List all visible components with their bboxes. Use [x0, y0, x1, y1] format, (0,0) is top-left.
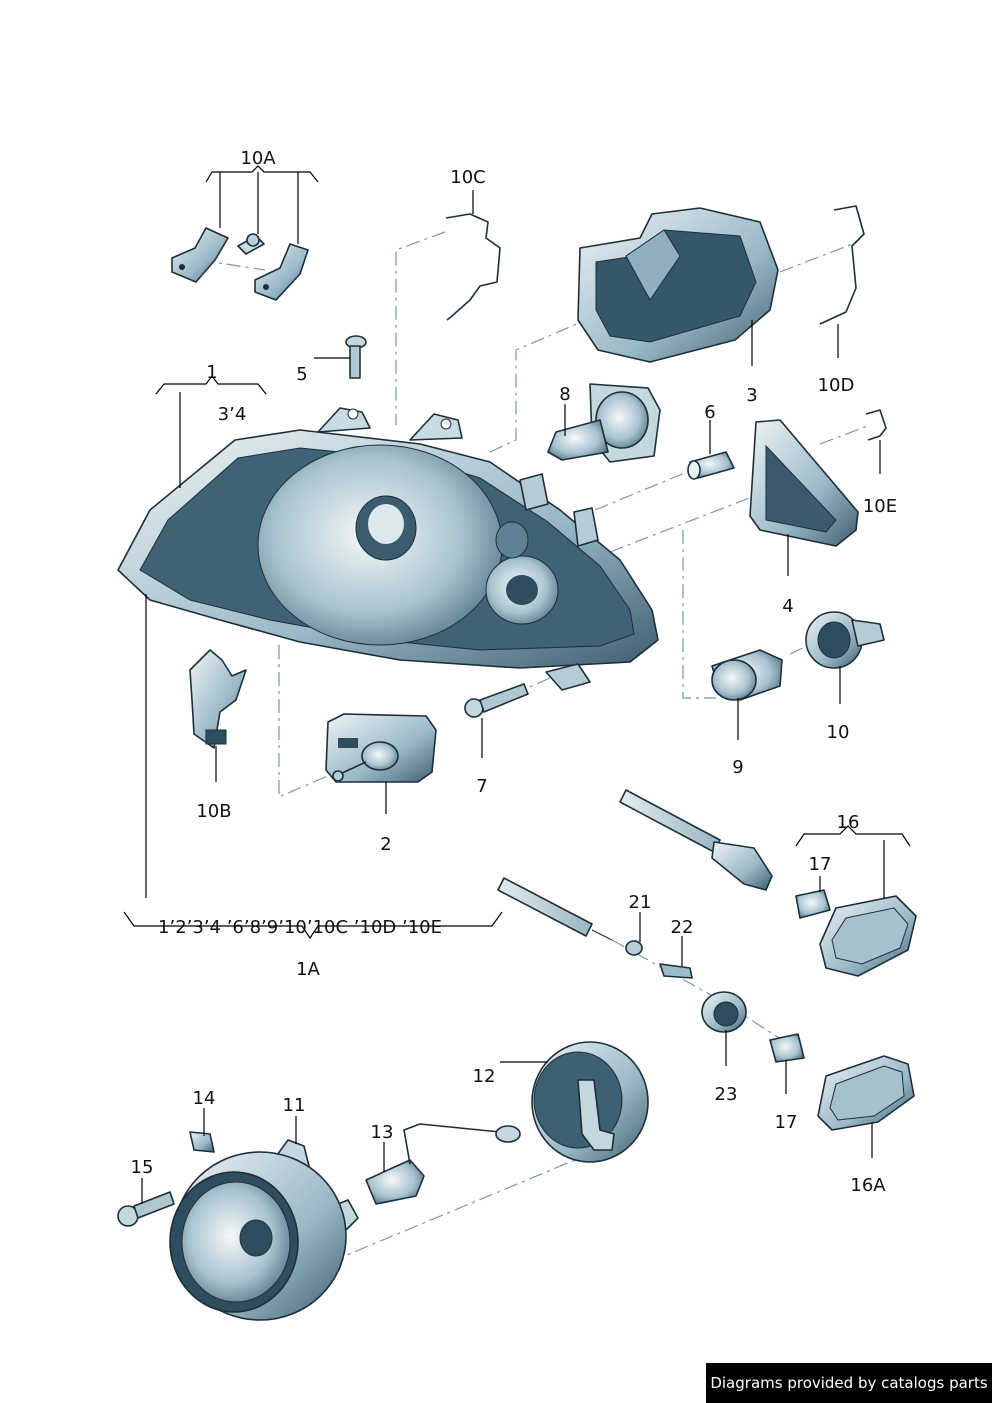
label-11: 11 — [283, 1095, 306, 1116]
label-17-lower: 17 — [775, 1112, 798, 1133]
part-13-bulb — [365, 1123, 521, 1205]
part-7-screw — [464, 683, 529, 718]
label-16: 16 — [837, 812, 860, 833]
part-4-gasket — [749, 419, 859, 547]
part-9-bulb — [711, 649, 783, 701]
part-6-bulb — [687, 451, 735, 480]
label-10: 10 — [827, 722, 850, 743]
label-16a: 16A — [850, 1175, 886, 1196]
part-1-headlight — [117, 407, 659, 691]
part-10d-wire — [819, 205, 865, 325]
label-10c: 10C — [450, 167, 485, 188]
label-17-upper: 17 — [809, 854, 832, 875]
callout-labels: 10A 10C 1 3’4 5 8 6 3 10D 10E 4 10 9 7 1… — [131, 148, 898, 1196]
label-3: 3 — [746, 385, 757, 406]
label-21: 21 — [629, 892, 652, 913]
cable-upper — [619, 789, 773, 891]
label-12: 12 — [473, 1066, 496, 1087]
part-17-bulb-lower — [769, 1033, 805, 1063]
label-5: 5 — [296, 364, 307, 385]
part-2-motor — [325, 713, 437, 783]
part-10c-wire-clip — [445, 213, 501, 321]
leader-lines — [123, 165, 911, 1204]
label-14: 14 — [193, 1088, 216, 1109]
part-17-bulb-upper — [795, 889, 831, 919]
label-10d: 10D — [818, 375, 855, 396]
label-6: 6 — [704, 402, 715, 423]
part-10a-brackets — [171, 227, 309, 301]
label-4: 4 — [782, 596, 793, 617]
part-21-grommet — [625, 940, 643, 956]
part-5-screw — [345, 335, 367, 379]
label-10b: 10B — [196, 801, 231, 822]
label-1a: 1A — [296, 959, 320, 980]
part-16a-side-repeater — [817, 1055, 915, 1131]
label-22: 22 — [671, 917, 694, 938]
label-9: 9 — [732, 757, 743, 778]
part-12-housing — [531, 1041, 649, 1163]
label-13: 13 — [371, 1122, 394, 1143]
part-16-side-repeater — [819, 895, 917, 977]
part-23-socket — [701, 991, 747, 1033]
label-2: 2 — [380, 834, 391, 855]
part-14-nut — [189, 1131, 215, 1153]
part-15-screw — [117, 1191, 175, 1227]
label-1-subset: 3’4 — [218, 404, 247, 425]
part-3-cover — [577, 207, 779, 363]
label-1: 1 — [206, 362, 217, 383]
part-11-fog-lamp — [169, 1139, 359, 1321]
part-10e-clip — [865, 409, 887, 441]
label-10e: 10E — [863, 496, 897, 517]
label-10a: 10A — [240, 148, 276, 169]
label-7: 7 — [476, 776, 487, 797]
label-1a-contents: 1’2’3’4 ’6’8’9’10’10C ’10D ’10E — [158, 917, 442, 938]
label-23: 23 — [715, 1084, 738, 1105]
part-10b-clip — [189, 649, 247, 749]
label-8: 8 — [559, 384, 570, 405]
part-10-socket — [805, 611, 885, 669]
part-8-bulb — [547, 383, 661, 463]
part-22-terminal — [659, 963, 693, 979]
label-15: 15 — [131, 1157, 154, 1178]
cable-lower — [497, 877, 613, 941]
credit-banner: Diagrams provided by catalogs parts — [706, 1363, 992, 1403]
